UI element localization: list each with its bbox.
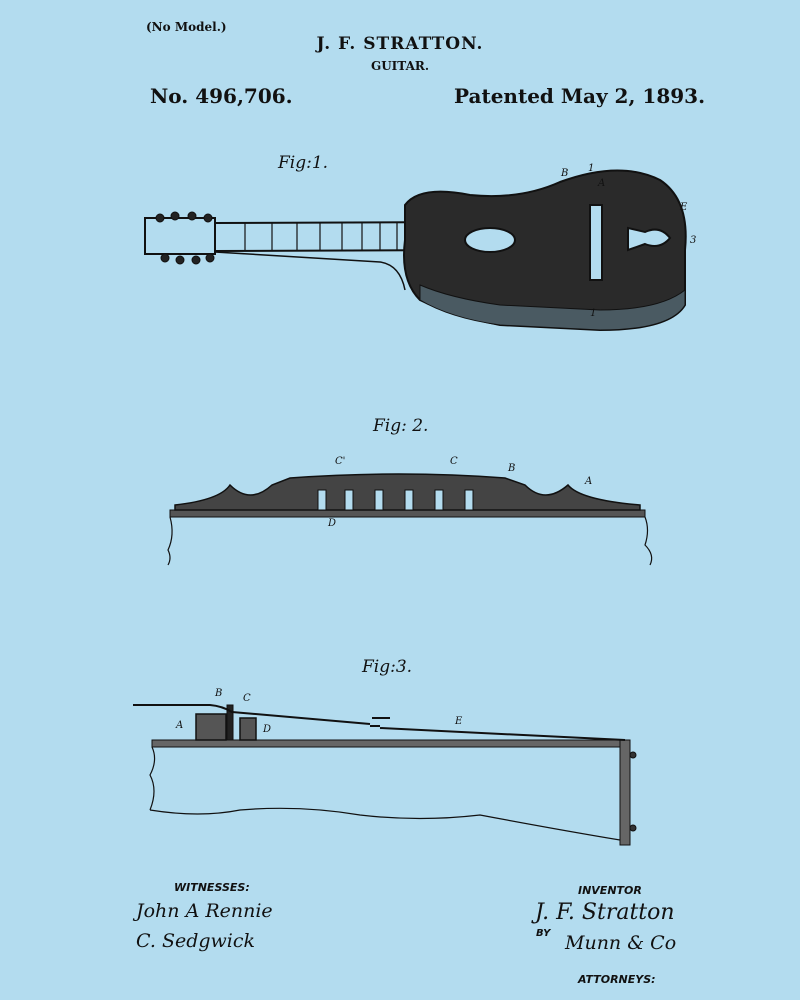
bridge <box>589 204 603 281</box>
headstock <box>144 217 216 255</box>
fig2-part-a: A <box>585 476 593 487</box>
patent-number: No. 496,706. <box>150 84 293 108</box>
fig3-part-d: D <box>263 724 272 735</box>
no-model-note: (No Model.) <box>146 20 227 34</box>
fig1-label: Fig:1. <box>278 153 329 173</box>
fig1-part-a: A <box>598 178 606 189</box>
fig2-part-c-prime: C' <box>335 456 346 467</box>
fig3-part-c: C <box>243 693 251 704</box>
fig3-part-a: A <box>176 720 184 731</box>
patent-date: Patented May 2, 1893. <box>454 84 706 108</box>
fig2-label: Fig: 2. <box>373 416 429 436</box>
by-label: BY <box>536 928 551 939</box>
fig2-part-d: D <box>328 518 337 529</box>
patent-title: GUITAR. <box>370 59 430 73</box>
fig3-label: Fig:3. <box>362 657 413 677</box>
fig1-guitar <box>144 169 687 332</box>
fig2-section <box>167 473 653 566</box>
inventor-name: J. F. STRATTON. <box>316 34 484 54</box>
fig2-part-c: C <box>450 456 458 467</box>
sound-hole <box>464 227 516 253</box>
fig1-part-1-top: 1 <box>588 163 595 174</box>
fig1-part-3: 3 <box>690 235 697 246</box>
attorneys-signature: Munn & Co <box>565 932 677 954</box>
fig1-part-b: B <box>561 168 569 179</box>
inventor-label: INVENTOR <box>578 884 642 897</box>
fig2-part-b: B <box>508 463 516 474</box>
witness-signature-1: John A Rennie <box>136 900 273 922</box>
witness-signature-2: C. Sedgwick <box>136 930 256 952</box>
fig3-part-b: B <box>215 688 223 699</box>
tuning-pegs <box>155 211 215 265</box>
inventor-signature: J. F. Stratton <box>535 900 675 925</box>
tailpiece <box>627 226 672 252</box>
fig1-part-e: E <box>680 202 688 213</box>
fig3-part-e: E <box>455 716 463 727</box>
fig1-part-1-bottom: 1 <box>590 308 597 319</box>
fig3-section <box>133 704 637 846</box>
witnesses-label: WITNESSES: <box>174 881 250 894</box>
attorneys-label: ATTORNEYS: <box>578 973 656 986</box>
